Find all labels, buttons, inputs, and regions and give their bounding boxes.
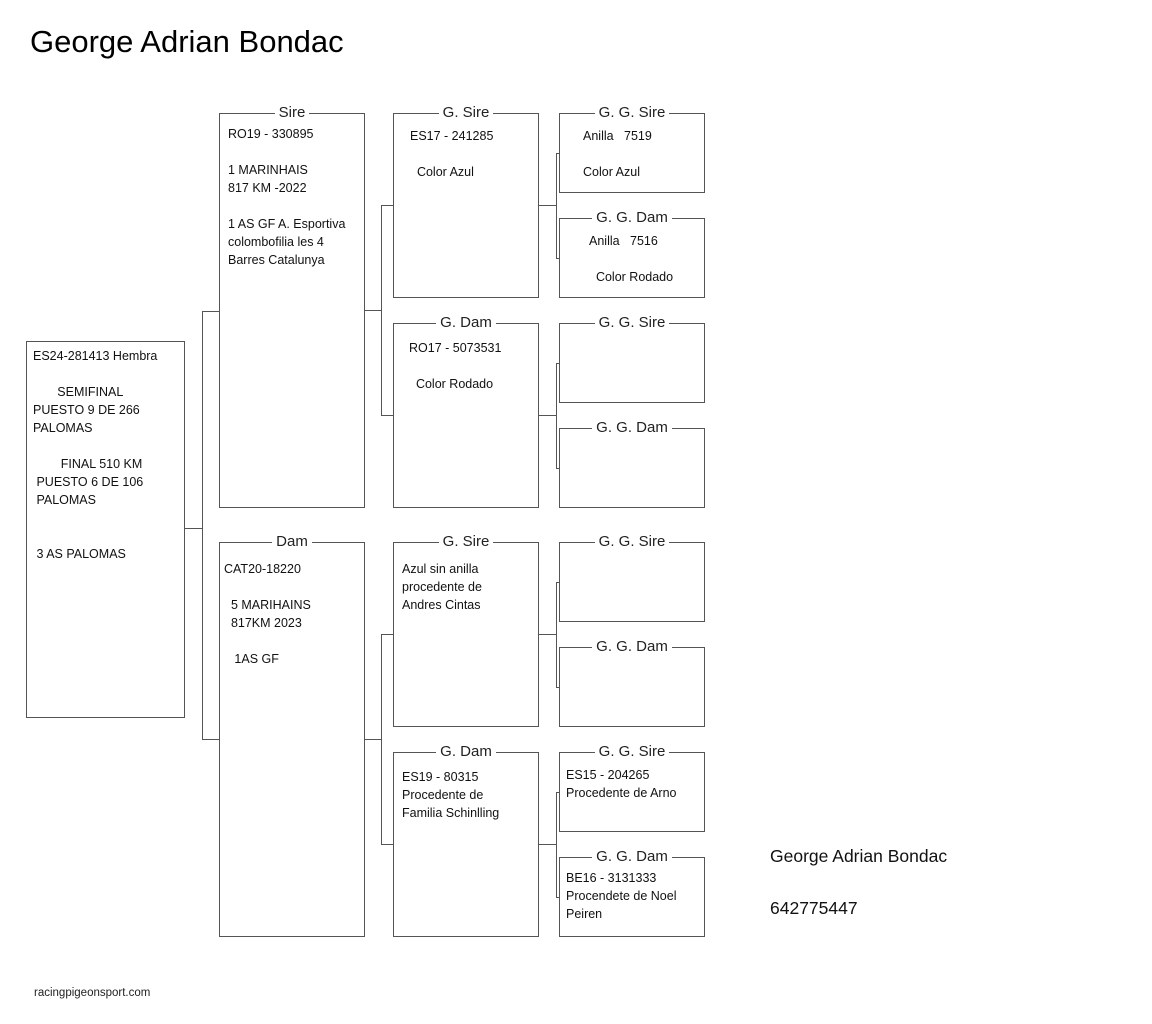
gg-label: G. G. Dam	[560, 637, 704, 657]
gg-text: BE16 - 3131333 Procendete de Noel Peiren	[566, 871, 677, 921]
contact-name: George Adrian Bondac	[770, 846, 948, 866]
connector-line	[202, 739, 219, 740]
connector-line	[556, 153, 559, 154]
gg-box: G. G. Sire Anilla 7519 Color Azul	[559, 104, 705, 193]
gg-box: G. G. Dam	[559, 419, 705, 508]
connector-line	[556, 582, 559, 583]
connector-line	[185, 528, 202, 529]
gg-text: Anilla 7519 Color Azul	[583, 129, 652, 179]
gg-label: G. G. Dam	[560, 847, 704, 867]
gg-box: G. G. Dam BE16 - 3131333 Procendete de N…	[559, 848, 705, 937]
connector-line	[556, 897, 559, 898]
connector-line	[381, 205, 393, 206]
dam-sire-label: G. Sire	[394, 532, 538, 552]
gg-label: G. G. Sire	[560, 532, 704, 552]
dam-label: Dam	[220, 532, 364, 552]
connector-line	[381, 415, 393, 416]
gg-label: G. G. Sire	[560, 103, 704, 123]
connector-line	[381, 634, 382, 845]
sire-sire-text: ES17 - 241285 Color Azul	[410, 129, 494, 179]
dam-dam-box: G. Dam ES19 - 80315 Procedente de Famili…	[393, 743, 539, 937]
dam-dam-label: G. Dam	[394, 742, 538, 762]
gg-label: G. G. Sire	[560, 313, 704, 333]
connector-line	[539, 634, 556, 635]
gg-box: G. G. Dam Anilla 7516 Color Rodado	[559, 209, 705, 298]
dam-dam-text: ES19 - 80315 Procedente de Familia Schin…	[402, 770, 500, 820]
sire-box: Sire RO19 - 330895 1 MARINHAIS 817 KM -2…	[219, 104, 365, 508]
dam-text: CAT20-18220 5 MARIHAINS 817KM 2023 1AS G…	[224, 562, 311, 666]
connector-line	[556, 363, 559, 364]
connector-line	[381, 205, 382, 416]
connector-line	[202, 311, 203, 740]
connector-line	[556, 582, 557, 688]
dam-sire-box: G. Sire Azul sin anilla procedente de An…	[393, 533, 539, 727]
connector-line	[556, 363, 557, 469]
connector-line	[556, 687, 559, 688]
gg-text: Anilla 7516 Color Rodado	[589, 234, 674, 284]
contact-phone: 642775447	[770, 898, 858, 918]
sire-dam-box: G. Dam RO17 - 5073531 Color Rodado	[393, 314, 539, 508]
gg-box: G. G. Sire	[559, 314, 705, 403]
connector-line	[381, 634, 393, 635]
connector-line	[381, 844, 393, 845]
connector-line	[539, 205, 556, 206]
connector-line	[556, 258, 559, 259]
gg-box: G. G. Sire	[559, 533, 705, 622]
connector-line	[365, 739, 382, 740]
gg-text: ES15 - 204265 Procedente de Arno	[566, 768, 677, 800]
sire-sire-label: G. Sire	[394, 103, 538, 123]
sire-text: RO19 - 330895 1 MARINHAIS 817 KM -2022 1…	[228, 127, 346, 267]
sire-dam-label: G. Dam	[394, 313, 538, 333]
dam-box: Dam CAT20-18220 5 MARIHAINS 817KM 2023 1…	[219, 533, 365, 937]
connector-line	[202, 311, 219, 312]
subject-box: ES24-281413 Hembra SEMIFINAL PUESTO 9 DE…	[26, 341, 185, 718]
connector-line	[556, 792, 559, 793]
connector-line	[365, 310, 382, 311]
sire-sire-box: G. Sire ES17 - 241285 Color Azul	[393, 104, 539, 298]
page-title: George Adrian Bondac	[30, 24, 344, 59]
connector-line	[556, 792, 557, 898]
gg-box: G. G. Dam	[559, 638, 705, 727]
connector-line	[539, 844, 556, 845]
sire-dam-text: RO17 - 5073531 Color Rodado	[409, 341, 502, 391]
subject-text: ES24-281413 Hembra SEMIFINAL PUESTO 9 DE…	[33, 349, 158, 561]
dam-sire-text: Azul sin anilla procedente de Andres Cin…	[402, 562, 482, 612]
sire-label: Sire	[220, 103, 364, 123]
footer-source: racingpigeonsport.com	[34, 987, 151, 999]
connector-line	[556, 153, 557, 259]
gg-label: G. G. Dam	[560, 418, 704, 438]
gg-label: G. G. Sire	[560, 742, 704, 762]
gg-box: G. G. Sire ES15 - 204265 Procedente de A…	[559, 743, 705, 832]
gg-label: G. G. Dam	[560, 208, 704, 228]
connector-line	[556, 468, 559, 469]
connector-line	[539, 415, 556, 416]
